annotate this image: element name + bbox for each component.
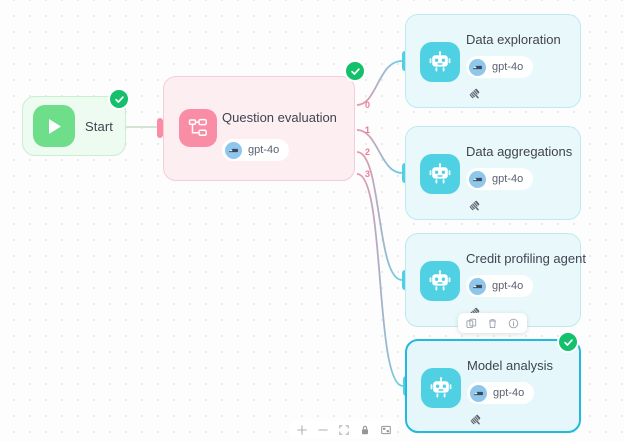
node-agent4-title: Model analysis [467,358,553,373]
robot-icon [421,368,461,408]
model-badge-agent1-label: gpt-4o [492,61,524,73]
node-agent2-title: Data aggregations [466,144,573,159]
tools-icon[interactable] [466,85,482,101]
node-agent-data-aggregations[interactable]: Data aggregations gpt-4o [405,126,581,220]
model-badge-question-label: gpt-4o [248,144,280,156]
canvas-controls[interactable] [290,421,397,438]
model-badge-agent1[interactable]: gpt-4o [466,56,534,78]
minimap-icon[interactable] [380,424,391,435]
branch-router-icon [179,109,217,147]
node-start[interactable]: Start [22,96,126,156]
node-action-toolbar[interactable] [458,313,527,333]
plus-icon[interactable] [296,424,307,435]
port-label-2: 2 [365,147,371,157]
copy-icon[interactable] [466,318,477,329]
handle-question-input[interactable] [157,118,163,138]
robot-icon [420,261,460,301]
lock-icon[interactable] [359,424,370,435]
model-badge-agent4[interactable]: gpt-4o [467,382,535,404]
openai-model-icon [470,384,487,402]
port-label-0: 0 [365,100,371,110]
node-agent-credit-profiling[interactable]: Credit profiling agent gpt-4o [405,233,586,327]
tools-icon[interactable] [467,411,483,427]
play-icon [33,105,75,147]
info-icon[interactable] [508,318,519,329]
fit-view-icon[interactable] [338,424,349,435]
edge-port1-to-agent2 [356,129,403,174]
openai-model-icon [469,170,486,188]
openai-model-icon [225,141,242,159]
port-label-1: 1 [365,125,371,135]
tools-icon[interactable] [466,197,482,213]
model-badge-agent3-label: gpt-4o [492,280,524,292]
model-badge-agent2[interactable]: gpt-4o [466,168,534,190]
node-agent3-title: Credit profiling agent [466,251,586,266]
trash-icon[interactable] [487,318,498,329]
edge-port3-to-agent4 [356,173,404,387]
status-badge-agent4 [557,331,579,353]
node-agent-model-analysis[interactable]: Model analysis gpt-4o [405,339,581,433]
status-badge-start [108,88,130,110]
node-agent-data-exploration[interactable]: Data exploration gpt-4o [405,14,581,108]
node-start-label: Start [85,118,113,134]
openai-model-icon [469,277,486,295]
port-label-3: 3 [365,169,371,179]
minus-icon[interactable] [317,424,328,435]
robot-icon [420,42,460,82]
status-badge-question [344,60,366,82]
model-badge-question[interactable]: gpt-4o [222,139,290,161]
node-agent1-title: Data exploration [466,32,561,47]
node-question-title: Question evaluation [222,110,337,125]
model-badge-agent2-label: gpt-4o [492,173,524,185]
robot-icon [420,154,460,194]
openai-model-icon [469,58,486,76]
model-badge-agent4-label: gpt-4o [493,387,525,399]
edge-port2-to-agent3 [356,151,403,281]
model-badge-agent3[interactable]: gpt-4o [466,275,534,297]
node-question-evaluation[interactable]: Question evaluation gpt-4o [163,76,355,181]
